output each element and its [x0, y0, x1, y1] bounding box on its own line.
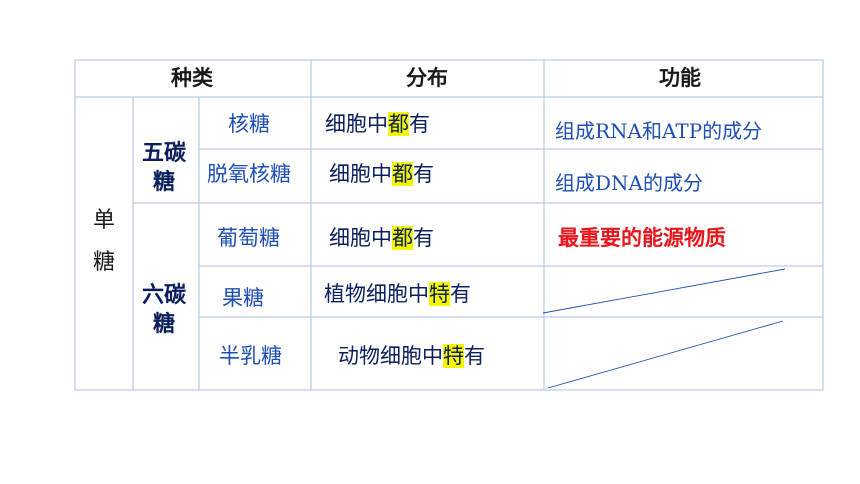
function-text: 组成RNA和ATP的成分 [555, 119, 763, 143]
header-function: 功能 [659, 66, 701, 90]
keyword-highlight: 都 [392, 162, 413, 186]
keyword-highlight: 都 [388, 112, 409, 136]
empty-cell-diagonal [542, 268, 786, 314]
subgroup-label-hexose: 六碳糖 [142, 283, 187, 337]
sugar-name: 葡萄糖 [217, 226, 280, 250]
sugar-name: 核糖 [228, 112, 270, 136]
keyword-highlight: 特 [443, 344, 464, 368]
group-label: 单 糖 [92, 200, 116, 284]
keyword-highlight: 都 [392, 226, 413, 250]
group-label-char: 糖 [92, 249, 115, 275]
function-text: 组成DNA的成分 [555, 171, 703, 195]
distribution-text: 植物细胞中特有 [324, 282, 471, 306]
distribution-text: 细胞中都有 [329, 226, 434, 250]
distribution-text: 细胞中都有 [325, 112, 430, 136]
header-distribution: 分布 [406, 66, 448, 90]
sugar-name: 半乳糖 [219, 344, 282, 368]
empty-cell-diagonal [547, 320, 784, 389]
function-text-emphasis: 最重要的能源物质 [558, 226, 726, 250]
subgroup-label-pentose: 五碳糖 [142, 141, 187, 195]
group-label-char: 单 [92, 208, 115, 233]
sugar-name: 脱氧核糖 [207, 162, 291, 186]
sugar-name: 果糖 [222, 286, 264, 310]
header-type: 种类 [171, 66, 213, 90]
distribution-text: 细胞中都有 [329, 162, 434, 186]
keyword-highlight: 特 [429, 282, 450, 306]
distribution-text: 动物细胞中特有 [338, 344, 485, 368]
